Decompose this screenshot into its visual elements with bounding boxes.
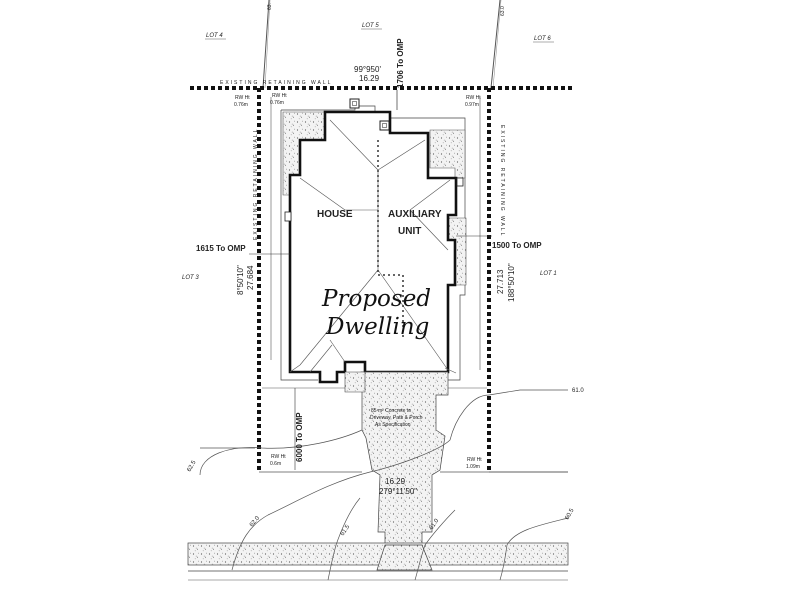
contour-62-0: 62.0 xyxy=(249,515,262,528)
rw-height-tr-value: 0.97m xyxy=(465,102,479,108)
rw-height-tl-value: 0.76m xyxy=(234,102,248,108)
rw-height-br-label: RW Ht xyxy=(467,457,482,463)
rw-height-br-value: 1.09m xyxy=(466,464,480,470)
top-offset: 1706 To OMP xyxy=(396,38,405,88)
contour-61-0-b: 61.0 xyxy=(429,518,441,532)
auxiliary-label: AUXILIARY xyxy=(388,209,442,220)
driveway-crossover xyxy=(376,544,433,571)
bottom-bearing: 279°11'50" xyxy=(379,487,417,496)
contour-lines xyxy=(199,389,569,581)
top-length: 16.29 xyxy=(359,74,380,83)
footpath xyxy=(187,542,569,566)
driveway-concrete xyxy=(360,371,449,546)
driveway-note-line3: As Specification xyxy=(375,422,411,428)
service-box xyxy=(284,211,292,222)
rw-height-tr-label: RW Ht xyxy=(466,95,481,101)
right-wall-label: EXISTING RETAINING WALL xyxy=(499,125,505,237)
bottom-offset: 6000 To OMP xyxy=(295,412,304,462)
left-wall-label: EXISTING RETAINING WALL xyxy=(253,128,259,240)
rw-height-bl-label: RW Ht xyxy=(271,454,286,460)
rw-height-tl-label: RW Ht xyxy=(235,95,250,101)
rw-height-tl2-value: 0.76m xyxy=(270,100,284,106)
rw-height-bl-value: 0.6m xyxy=(270,461,281,467)
lot-boundary-line xyxy=(264,0,271,89)
service-box xyxy=(456,177,464,187)
left-length: 27.684 xyxy=(246,265,255,290)
rw-height-tl2-label: RW Ht xyxy=(272,93,287,99)
contour-61-0: 61.0 xyxy=(572,388,584,394)
lot-5-label: LOT 5 xyxy=(362,23,379,29)
lot-boundary-line xyxy=(262,0,270,89)
right-bearing: 188°50'10" xyxy=(507,263,516,302)
top-wall-label: EXISTING RETAINING WALL xyxy=(220,80,332,86)
top-bearing: 99°950' xyxy=(354,65,381,74)
lot-3-label: LOT 3 xyxy=(182,275,199,281)
left-offset: 1615 To OMP xyxy=(196,244,246,253)
right-length: 27.713 xyxy=(496,269,505,294)
lot-boundary-line xyxy=(490,0,501,89)
service-box-inner xyxy=(352,101,357,106)
top-marker-right: 63.0 xyxy=(500,6,506,16)
concrete-patch-tr xyxy=(429,129,466,179)
service-box-inner xyxy=(382,123,387,128)
left-bearing: 8°50'10" xyxy=(236,265,245,295)
contour-60-5: 60.5 xyxy=(565,507,576,521)
contour-61-5: 61.5 xyxy=(340,524,352,538)
internal-dotted-line xyxy=(377,140,404,340)
lot-6-label: LOT 6 xyxy=(534,36,551,42)
unit-label: UNIT xyxy=(398,226,421,237)
contour-62-5: 62.5 xyxy=(187,459,198,473)
proposed-label: Proposed xyxy=(321,286,431,312)
roof-lines xyxy=(289,119,457,374)
top-marker-left: 63. xyxy=(267,3,273,10)
house-label: HOUSE xyxy=(317,209,353,220)
dwelling-label: Dwelling xyxy=(325,314,429,340)
lot-4-label: LOT 4 xyxy=(206,33,223,39)
driveway-note-line1: 85 m² Concrete to xyxy=(371,408,411,414)
lot-boundary-line xyxy=(492,0,502,89)
bottom-length: 16.29 xyxy=(385,477,406,486)
driveway-note-line2: Driveway, Path & Porch xyxy=(370,415,423,421)
building-envelope-left xyxy=(280,110,318,381)
right-offset: 1500 To OMP xyxy=(492,241,542,250)
lot-1-label: LOT 1 xyxy=(540,271,557,277)
porch-concrete xyxy=(344,371,366,393)
